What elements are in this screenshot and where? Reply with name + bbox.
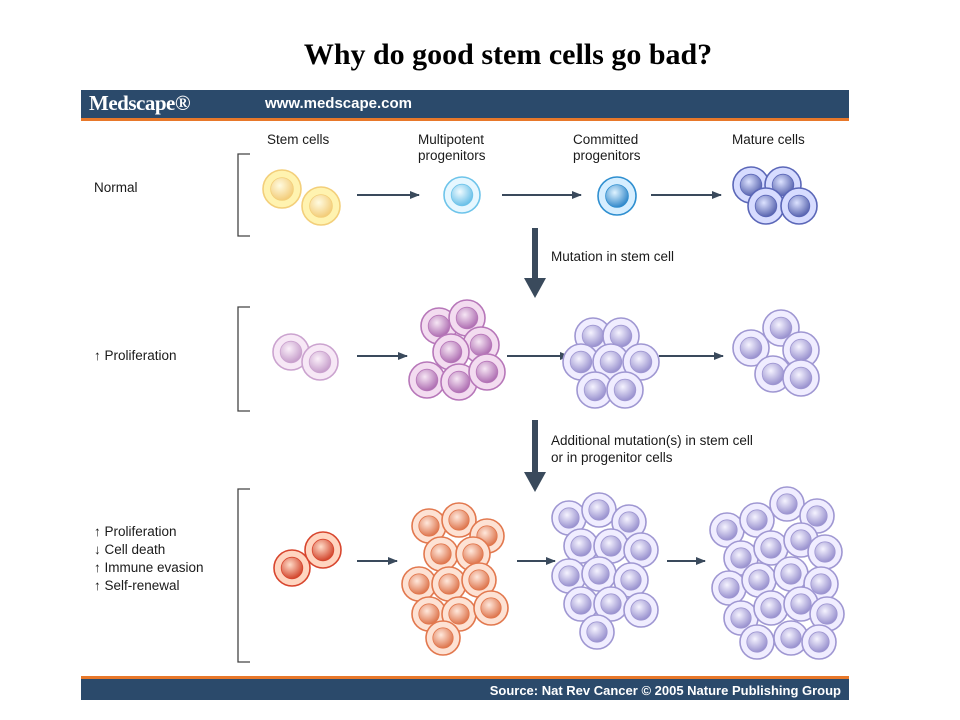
malig-committed-cell — [563, 528, 599, 564]
site-url: www.medscape.com — [265, 95, 412, 112]
transition-label-additional-2: or in progenitor cells — [551, 450, 673, 465]
row-label-normal: Normal — [94, 180, 138, 195]
malig-multipotent-cell — [473, 590, 509, 626]
prolif-committed-cell — [606, 371, 644, 409]
malig-mature-cell — [739, 502, 775, 538]
malig-committed-cell — [581, 556, 617, 592]
malig-committed-cell — [613, 562, 649, 598]
row-label-self-renewal: ↑ Self-renewal — [94, 578, 180, 593]
row-bracket-malignant — [237, 488, 250, 663]
header-bar: Medscape® www.medscape.com — [81, 90, 849, 121]
malig-committed-cell — [581, 492, 617, 528]
cell-clusters — [262, 166, 845, 660]
malig-mature-cell — [711, 570, 747, 606]
normal-committed-cell — [597, 176, 637, 216]
malig-stem-cell — [273, 549, 311, 587]
malig-mature-cell — [803, 566, 839, 602]
row-label-proliferation: ↑ Proliferation — [94, 348, 177, 363]
source-credit: Source: Nat Rev Cancer © 2005 Nature Pub… — [489, 683, 841, 698]
prolif-mature-cell — [732, 329, 770, 367]
row-label-proliferation-3: ↑ Proliferation — [94, 524, 177, 539]
normal-mature-cell — [747, 187, 785, 225]
arrow-down-mutation — [524, 228, 546, 298]
column-label-committed-2: progenitors — [573, 148, 641, 163]
malig-multipotent-cell — [423, 536, 459, 572]
malig-mature-cell — [801, 624, 837, 660]
malig-multipotent-cell — [441, 502, 477, 538]
malig-multipotent-cell — [461, 562, 497, 598]
malig-mature-cell — [753, 590, 789, 626]
malig-mature-cell — [769, 486, 805, 522]
stem-cell-diagram: Stem cells Multipotent progenitors Commi… — [94, 132, 845, 663]
prolif-stem-cell — [301, 343, 339, 381]
malig-committed-cell — [611, 504, 647, 540]
malig-multipotent-cell — [425, 620, 461, 656]
medscape-logo: Medscape® — [89, 91, 191, 115]
malig-mature-cell — [739, 624, 775, 660]
prolif-mature-cell — [782, 331, 820, 369]
column-label-stem-cells: Stem cells — [267, 132, 330, 147]
column-label-committed: Committed — [573, 132, 638, 147]
footer-bar: Source: Nat Rev Cancer © 2005 Nature Pub… — [81, 676, 849, 700]
prolif-mature-cell — [782, 359, 820, 397]
malig-committed-cell — [563, 586, 599, 622]
column-label-multipotent-2: progenitors — [418, 148, 486, 163]
slide-title: Why do good stem cells go bad? — [303, 38, 713, 71]
malig-mature-cell — [773, 556, 809, 592]
prolif-committed-cell — [576, 371, 614, 409]
normal-stem-cell — [262, 169, 302, 209]
prolif-stem-cell — [272, 333, 310, 371]
normal-mature-cell — [780, 187, 818, 225]
malig-committed-cell — [593, 586, 629, 622]
malig-committed-cell — [593, 528, 629, 564]
malig-mature-cell — [807, 534, 843, 570]
transition-label-additional: Additional mutation(s) in stem cell — [551, 433, 753, 448]
malig-stem-cell — [304, 531, 342, 569]
column-label-multipotent: Multipotent — [418, 132, 484, 147]
row-label-cell-death: ↓ Cell death — [94, 542, 165, 557]
prolif-mature-cell — [754, 355, 792, 393]
prolif-multipotent-cell — [468, 353, 506, 391]
malig-committed-cell — [623, 532, 659, 568]
arrow-down-additional — [524, 420, 546, 492]
malig-multipotent-cell — [411, 508, 447, 544]
row-bracket-proliferation — [237, 306, 250, 412]
row-label-immune-evasion: ↑ Immune evasion — [94, 560, 204, 575]
malig-committed-cell — [623, 592, 659, 628]
normal-stem-cell — [301, 186, 341, 226]
malig-committed-cell — [579, 614, 615, 650]
column-label-mature-cells: Mature cells — [732, 132, 805, 147]
normal-multipotent-cell — [443, 176, 481, 214]
prolif-committed-cell — [622, 343, 660, 381]
malig-multipotent-cell — [401, 566, 437, 602]
prolif-committed-cell — [562, 343, 600, 381]
malig-mature-cell — [773, 620, 809, 656]
malig-multipotent-cell — [431, 566, 467, 602]
prolif-multipotent-cell — [408, 361, 446, 399]
malig-mature-cell — [709, 512, 745, 548]
prolif-multipotent-cell — [440, 363, 478, 401]
row-bracket-normal — [237, 153, 250, 237]
medscape-figure: Medscape® www.medscape.com Stem cells Mu… — [81, 90, 849, 700]
transition-label-mutation: Mutation in stem cell — [551, 249, 674, 264]
